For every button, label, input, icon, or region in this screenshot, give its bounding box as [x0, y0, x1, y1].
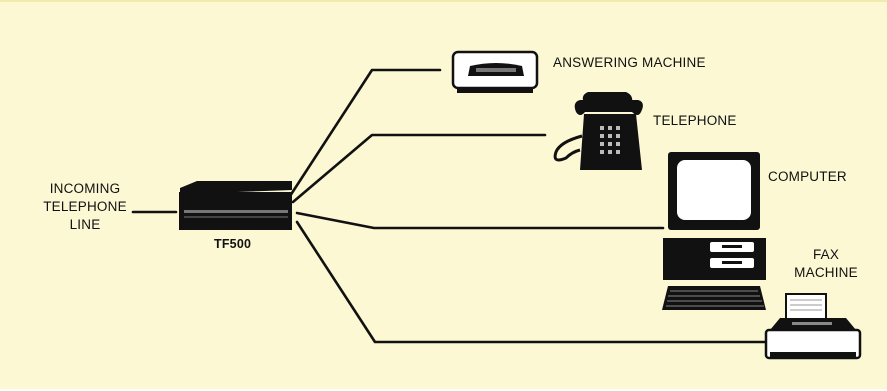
answering-machine-label: ANSWERING MACHINE	[553, 54, 706, 71]
fax-label-line1: FAX	[788, 246, 864, 263]
fax-machine-icon	[766, 294, 860, 359]
telephone-label: TELEPHONE	[653, 112, 737, 129]
connector-answering-machine	[290, 70, 440, 196]
connector-computer	[297, 213, 663, 228]
telephone-icon	[555, 92, 643, 170]
computer-label: COMPUTER	[768, 168, 847, 185]
connector-telephone	[293, 135, 545, 202]
tf500-device-icon	[179, 181, 292, 230]
computer-icon	[662, 152, 766, 310]
tf500-label: TF500	[214, 236, 251, 253]
incoming-label-line1: INCOMING	[38, 180, 132, 197]
incoming-label-line3: LINE	[38, 216, 132, 233]
answering-machine-icon	[453, 52, 537, 93]
incoming-label-line2: TELEPHONE	[38, 198, 132, 215]
fax-label-line2: MACHINE	[788, 264, 864, 281]
